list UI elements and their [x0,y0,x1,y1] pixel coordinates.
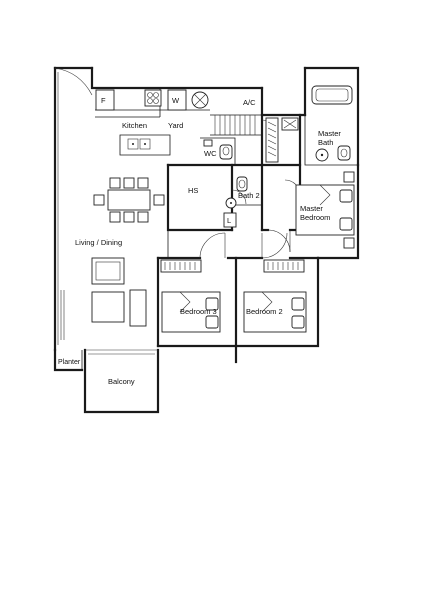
label-bedroom3: Bedroom 3 [180,307,217,316]
outer-walls [53,66,360,414]
label-balcony: Balcony [108,377,135,386]
bedroom3-bed [161,291,221,333]
svg-text:L: L [227,216,231,225]
label-master-bedroom-1: Master [300,204,323,213]
dining-table [93,177,165,223]
sofa [91,257,125,285]
label-master-bath-2: Bath [318,138,333,147]
svg-text:F: F [101,96,106,105]
label-bath2: Bath 2 [238,191,260,200]
dryer-icon [191,91,209,109]
label-planter: Planter [58,359,81,366]
wardrobe-master [265,117,299,163]
cooktop-icon [144,89,162,107]
wc-toilet-icon [203,139,233,160]
master-toilet-icon [337,145,351,161]
master-bed [295,184,355,236]
sink-icon [127,138,151,150]
label-living-dining: Living / Dining [75,238,122,247]
bath2-sink-icon [225,197,237,209]
label-master-bath-1: Master [318,129,341,138]
washer: W [167,89,187,111]
wardrobe-bedroom3 [160,259,202,273]
fridge: F [95,89,115,111]
label-master-bedroom-2: Bedroom [300,213,330,222]
label-yard: Yard [168,121,183,130]
coffee-table [91,291,125,323]
bathtub-icon [311,85,353,105]
label-ac: A/C [243,98,256,107]
master-sink-icon [315,148,329,162]
living-window [54,67,158,355]
wardrobe-bedroom2 [263,259,305,273]
label-hs: HS [188,186,198,195]
bath2-toilet-icon [236,176,248,192]
doors [199,119,301,259]
bedroom2-bed [243,291,307,333]
label-bedroom2: Bedroom 2 [246,307,283,316]
linen-cabinet: L [223,212,237,228]
armchair [129,289,147,327]
svg-text:W: W [172,96,180,105]
label-kitchen: Kitchen [122,121,147,130]
master-side-tables [343,171,355,249]
label-wc: WC [204,149,217,158]
